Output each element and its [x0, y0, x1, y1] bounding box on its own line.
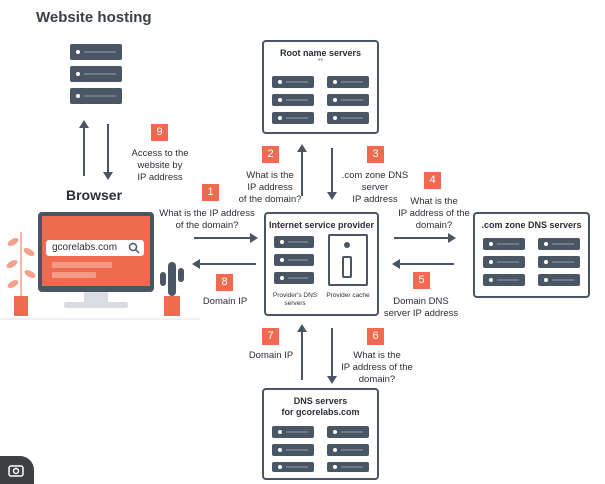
provider-dns-label: Provider's DNS servers: [272, 292, 318, 307]
root-name-servers-box: Root name servers ••: [262, 40, 379, 134]
url-text: gcorelabs.com: [52, 242, 118, 253]
cactus-icon: [160, 262, 184, 316]
step-7-badge: 7: [262, 328, 279, 345]
hosting-browser-arrows: [79, 120, 113, 180]
step-8-label: Domain IP: [202, 296, 248, 307]
isp-title: Internet service provider: [268, 220, 375, 230]
root-servers-title: Root name servers: [279, 48, 362, 58]
step-4-badge: 4: [424, 172, 441, 189]
step-2-badge: 2: [262, 146, 279, 163]
plant-icon: [6, 232, 36, 316]
arrow-isp-to-com-zone: [394, 233, 456, 243]
provider-cache-icon: [328, 234, 368, 286]
root-servers-dots: ••: [318, 57, 323, 64]
step-5-badge: 5: [413, 272, 430, 289]
step-3-badge: 3: [367, 146, 384, 163]
dns-servers-title-2: for gcorelabs.com: [281, 407, 360, 417]
isp-root-arrows: [297, 144, 337, 200]
provider-cache-label: Provider cache: [326, 292, 370, 299]
dns-servers-title-1: DNS servers: [293, 396, 348, 406]
search-icon: [128, 242, 140, 254]
step-1-badge: 1: [202, 184, 219, 201]
arrow-browser-to-isp: [194, 233, 258, 243]
step-8-badge: 8: [216, 274, 233, 291]
camera-icon: [8, 465, 24, 477]
isp-box: Internet service provider Provider's DNS…: [264, 212, 379, 316]
arrow-isp-to-browser: [192, 259, 256, 269]
step-7-label: Domain IP: [248, 350, 294, 361]
com-zone-title: .com zone DNS servers: [481, 220, 582, 230]
lens-button[interactable]: [0, 456, 34, 484]
arrow-com-zone-to-isp: [392, 259, 454, 269]
dns-servers-box: DNS servers for gcorelabs.com: [262, 388, 379, 480]
isp-dns-arrows: [297, 324, 337, 384]
step-6-badge: 6: [367, 328, 384, 345]
browser-label: Browser: [66, 187, 123, 203]
address-bar[interactable]: gcorelabs.com: [46, 240, 144, 256]
ground-line: [0, 318, 200, 320]
com-zone-dns-box: .com zone DNS servers: [473, 212, 590, 298]
page-title: Website hosting: [36, 9, 152, 26]
step-9-badge: 9: [151, 124, 168, 141]
